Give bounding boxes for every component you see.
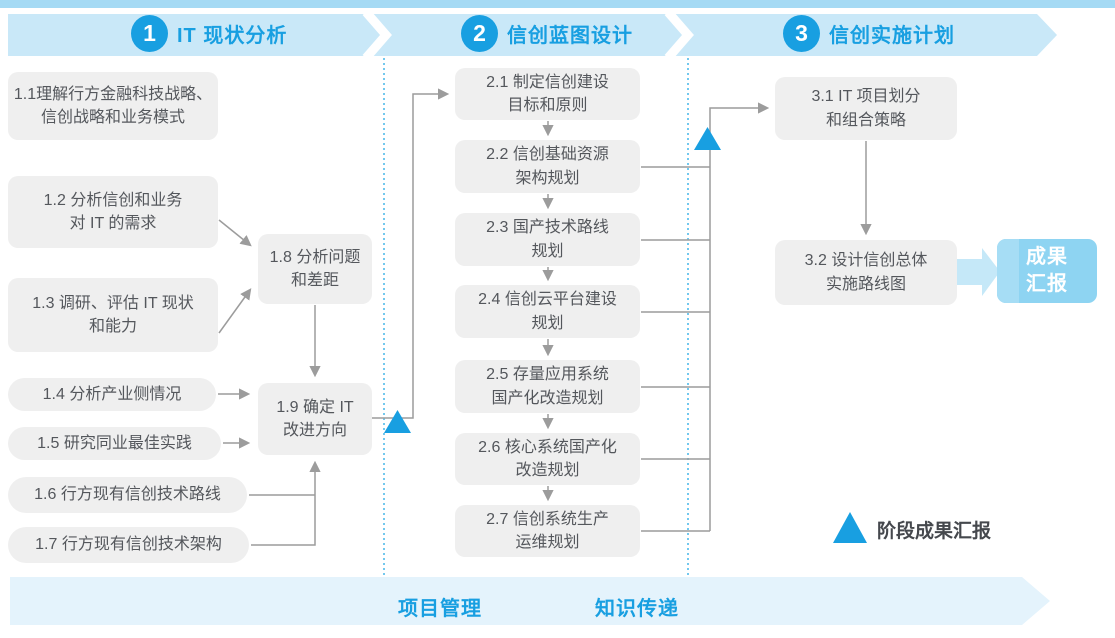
phase-1-title: IT 现状分析 — [177, 25, 288, 47]
task-box-3-1: 3.1 IT 项目划分 和组合策略 — [775, 77, 957, 140]
connector-1-7-to-1-9 — [251, 460, 321, 546]
footer-item-project-management: 项目管理 — [398, 598, 482, 620]
phase-3-title: 信创实施计划 — [829, 25, 955, 47]
chevron-separator-icon — [362, 9, 392, 61]
footer-arrow-band — [10, 577, 1050, 625]
task-box-1-1: 1.1理解行方金融科技战略、 信创战略和业务模式 — [8, 72, 218, 140]
task-box-2-5: 2.5 存量应用系统 国产化改造规划 — [455, 360, 640, 413]
task-box-1-5: 1.5 研究同业最佳实践 — [8, 427, 221, 460]
phase-3-number-badge: 3 — [783, 15, 820, 52]
phase-1-number-badge: 1 — [131, 15, 168, 52]
task-box-2-1: 2.1 制定信创建设 目标和原则 — [455, 68, 640, 120]
footer-item-knowledge-transfer: 知识传递 — [595, 598, 679, 620]
milestone-triangle-icon-phase1 — [384, 410, 411, 433]
result-box-left-stripe — [997, 239, 1019, 303]
big-result-arrow-icon — [957, 248, 1000, 296]
task-box-2-7: 2.7 信创系统生产 运维规划 — [455, 505, 640, 557]
task-box-1-4: 1.4 分析产业侧情况 — [8, 378, 216, 411]
task-box-3-2: 3.2 设计信创总体 实施路线图 — [775, 240, 957, 305]
task-box-1-2: 1.2 分析信创和业务 对 IT 的需求 — [8, 176, 218, 248]
connector-1-9-to-2-1 — [372, 88, 450, 419]
phase-2-number-badge: 2 — [461, 15, 498, 52]
phase-1-header: 1 IT 现状分析 — [131, 15, 287, 52]
task-box-1-3: 1.3 调研、评估 IT 现状 和能力 — [8, 278, 218, 352]
legend-triangle-icon — [833, 512, 867, 543]
task-box-1-8: 1.8 分析问题 和差距 — [258, 234, 372, 304]
connector-collector-to-3-1 — [709, 102, 770, 531]
top-strip — [0, 0, 1115, 8]
task-box-2-4: 2.4 信创云平台建设 规划 — [455, 285, 640, 338]
connector-lines — [218, 88, 872, 546]
task-box-2-6: 2.6 核心系统国产化 改造规划 — [455, 433, 640, 485]
task-box-2-3: 2.3 国产技术路线 规划 — [455, 213, 640, 266]
phase-3-header: 3 信创实施计划 — [783, 15, 955, 52]
legend-milestone-label: 阶段成果汇报 — [877, 521, 992, 542]
task-box-1-7: 1.7 行方现有信创技术架构 — [8, 527, 249, 563]
result-report-label: 成果 汇报 — [1026, 246, 1068, 295]
connector-1-2-to-1-8 — [218, 219, 252, 247]
chevron-separator-icon — [664, 9, 694, 61]
connector-1-3-to-1-8 — [218, 288, 252, 334]
phase-2-title: 信创蓝图设计 — [507, 25, 633, 47]
task-box-1-9: 1.9 确定 IT 改进方向 — [258, 383, 372, 455]
phase-2-header: 2 信创蓝图设计 — [461, 15, 633, 52]
task-box-2-2: 2.2 信创基础资源 架构规划 — [455, 140, 640, 193]
milestone-triangle-icon-phase2 — [694, 127, 721, 150]
task-box-1-6: 1.6 行方现有信创技术路线 — [8, 477, 247, 513]
result-report-box: 成果 汇报 — [997, 239, 1097, 303]
